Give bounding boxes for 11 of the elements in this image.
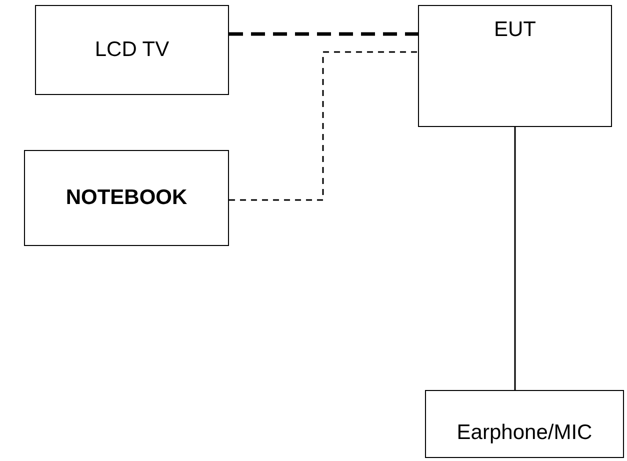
device-label: EUT xyxy=(494,18,536,42)
connector-line xyxy=(229,51,418,201)
device-box xyxy=(35,5,229,95)
device-label: LCD TV xyxy=(94,38,170,62)
device-box xyxy=(425,390,624,458)
device-label: NOTEBOOK xyxy=(66,186,188,210)
connector-line xyxy=(229,32,418,36)
connector-line xyxy=(514,127,516,390)
device-box xyxy=(24,150,229,246)
device-box xyxy=(418,5,612,127)
device-label: Earphone/MIC xyxy=(456,421,592,445)
